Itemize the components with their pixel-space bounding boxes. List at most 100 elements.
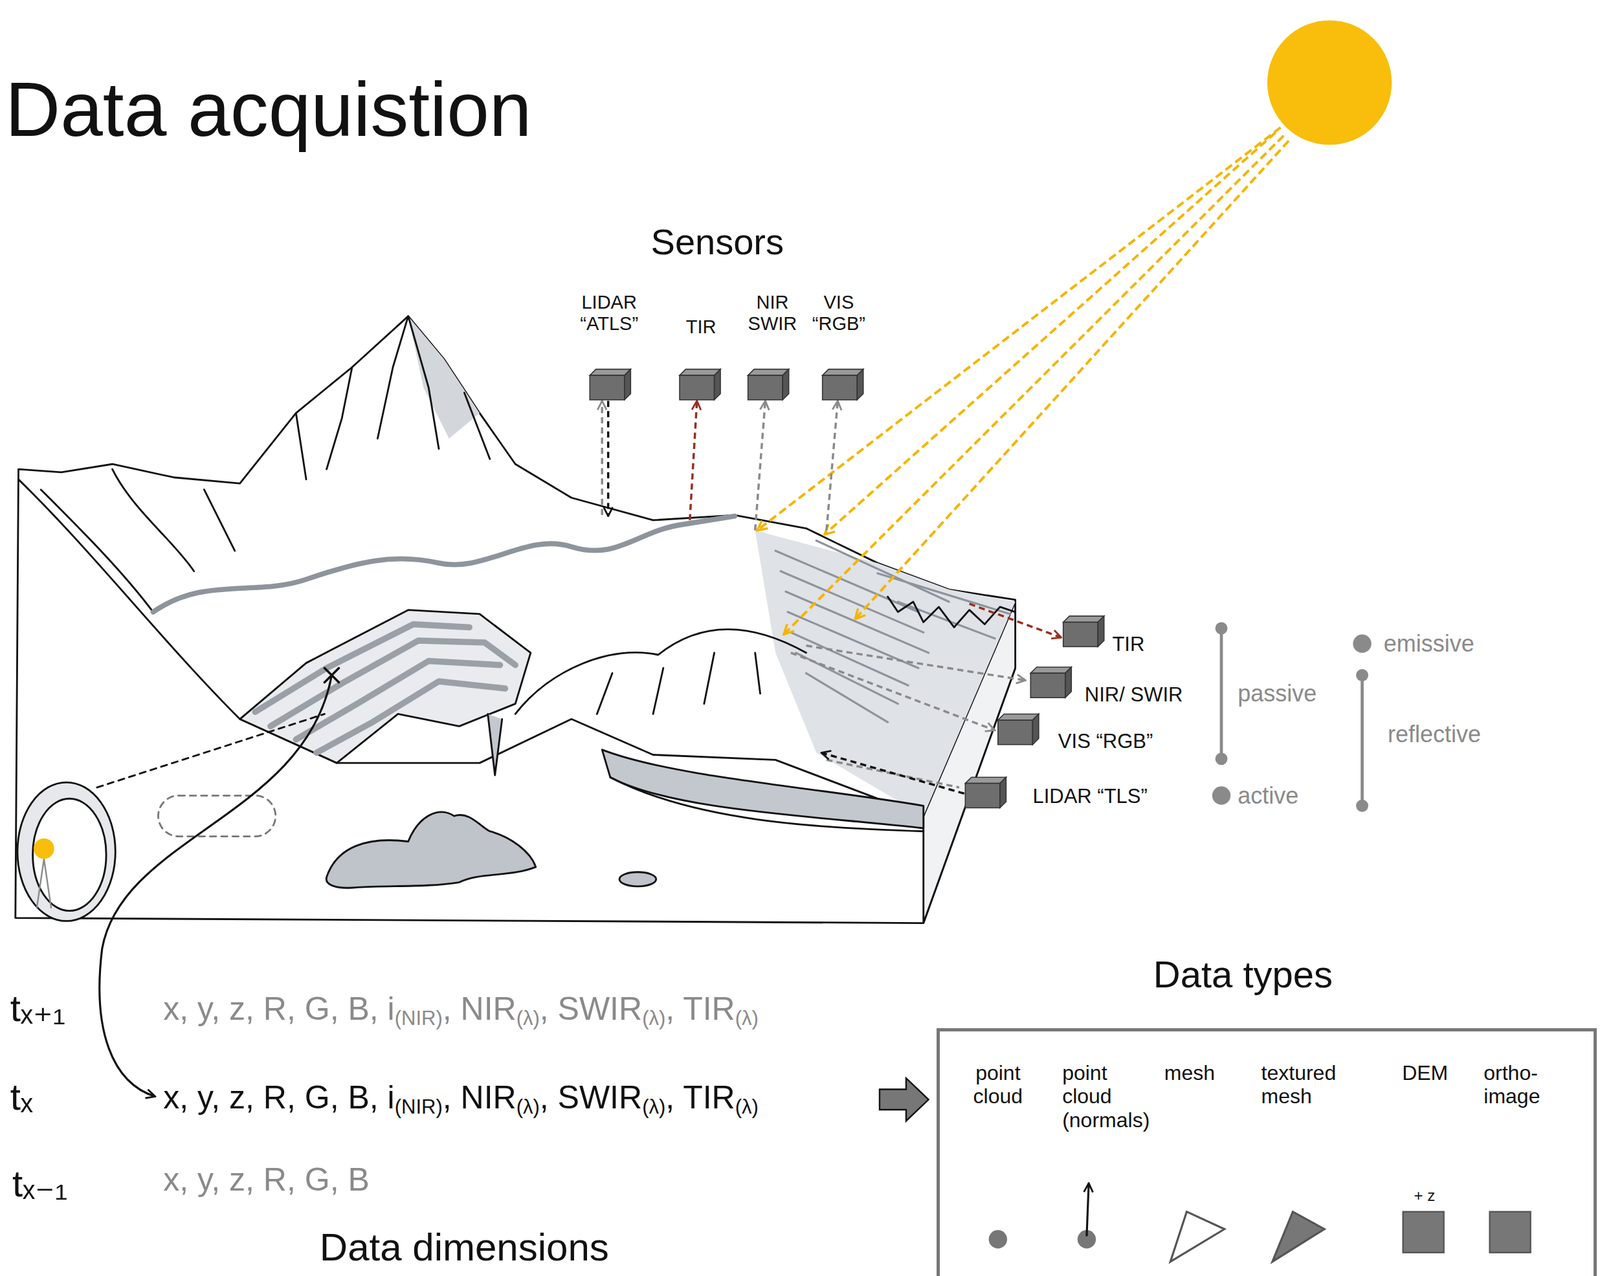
bracket-line [1360,675,1364,807]
front-profile [18,479,924,817]
signal-line [755,401,766,531]
scanner-dot [33,838,55,860]
tripod [36,858,52,909]
data-row: x, y, z, R, G, B, i(NIR), NIR(λ), SWIR(λ… [163,1079,759,1119]
subscript: (λ) [642,1095,666,1118]
sensor-cube [748,369,789,400]
sensor-label: TIR [1111,633,1145,657]
sensor-cube [1030,667,1072,698]
sensor-cube [822,369,864,400]
sensor-cube [1063,616,1105,647]
text-run: x, y, z, R, G, B, i [163,990,395,1028]
dem-symbol [1403,1212,1445,1254]
arc-outline [610,777,924,832]
mountain-shade [408,316,480,439]
mesh-symbol [1170,1212,1225,1263]
terrain-block [15,316,1016,924]
mesa [240,610,531,764]
bracket-dot [1215,752,1228,766]
sensor-cube [998,713,1039,745]
cliff-edge [888,596,1016,628]
text-run: x, y, z, R, G, B [163,1161,370,1199]
text-run: , SWIR [539,990,643,1028]
point-symbol [988,1230,1008,1249]
subscript: (NIR) [394,1006,443,1030]
signal-line [969,603,1062,638]
box-heading: Data types [1153,953,1333,997]
data-type-label: mesh [1164,1061,1215,1086]
text-run: , TIR [665,1079,735,1116]
sensor-cube [679,369,721,400]
sun-ray [824,132,1276,535]
cave-ring-inner [33,798,107,911]
bracket-label: emissive [1383,630,1475,657]
data-type-label: DEM [1401,1061,1448,1086]
subscript: (λ) [642,1006,666,1030]
sensor-label: VIS “RGB” [1058,730,1153,754]
bracket-dot [1355,800,1369,813]
subscript: (NIR) [394,1095,443,1118]
signal-line [600,401,603,516]
sun-ray [783,135,1284,635]
cave-tunnel [157,796,276,837]
data-row: x, y, z, R, G, B [163,1161,370,1200]
section-heading: Data dimensions [319,1224,610,1270]
data-type-label: point cloud (normals) [1062,1061,1150,1133]
bracket-dot [1215,622,1228,635]
stalactite [488,713,503,776]
sensor-label: VIS “RGB” [812,291,866,336]
signal-line [821,752,965,794]
signal-line [607,401,610,517]
text-run: x, y, z, R, G, B, i [163,1079,395,1116]
bracket-label: active [1237,782,1299,810]
time-label: tₓ [10,1075,34,1119]
strata-lines [775,540,1011,723]
signal-line [790,653,995,731]
sensor-cube [965,777,1006,808]
mountain-lines [40,316,490,613]
subscript: (λ) [516,1006,540,1030]
hill-outline [515,629,806,715]
bracket-dot [1212,786,1231,805]
sun [1267,20,1392,145]
data-type-label: ortho-image [1483,1061,1540,1110]
strata-slope [755,530,1016,817]
signal-line [689,401,698,521]
sensor-label: TIR [686,316,717,338]
signal-line [826,401,838,531]
sun-ray [855,141,1289,620]
diagram-title: Data acquistion [5,66,532,155]
time-label: tₓ₊₁ [10,986,66,1030]
sensor-label: NIR SWIR [748,291,798,336]
bracket-label: passive [1237,680,1317,707]
subscript: (λ) [735,1006,759,1030]
cave-blob [619,872,657,887]
signal-line [805,645,1026,681]
cave-blob [326,812,536,889]
section-heading: Sensors [651,220,784,263]
sensor-label: LIDAR “ATLS” [579,291,639,336]
pointer-curve [99,675,333,1098]
sensor-cube [589,369,631,400]
orthoimage-symbol [1489,1212,1531,1254]
bracket-dot [1352,634,1371,653]
subscript: (λ) [516,1095,540,1118]
bracket-dot [1355,669,1369,682]
axis-note: + z [1413,1187,1435,1206]
cave-ring [17,782,116,922]
text-run: , TIR [665,990,735,1028]
river [153,516,736,613]
sun-ray [757,127,1281,531]
subscript: (λ) [735,1095,759,1118]
cave-guide [97,713,325,788]
normal-arrow [1086,1183,1089,1237]
textured-mesh-symbol [1272,1212,1325,1263]
mesa-strata [255,624,516,754]
sensor-label: NIR/ SWIR [1084,683,1184,707]
data-type-label: point cloud [973,1061,1024,1110]
text-run: , NIR [442,1079,517,1116]
bracket-line [1220,628,1224,760]
arc-strata [601,750,924,829]
text-run: , SWIR [539,1079,643,1116]
